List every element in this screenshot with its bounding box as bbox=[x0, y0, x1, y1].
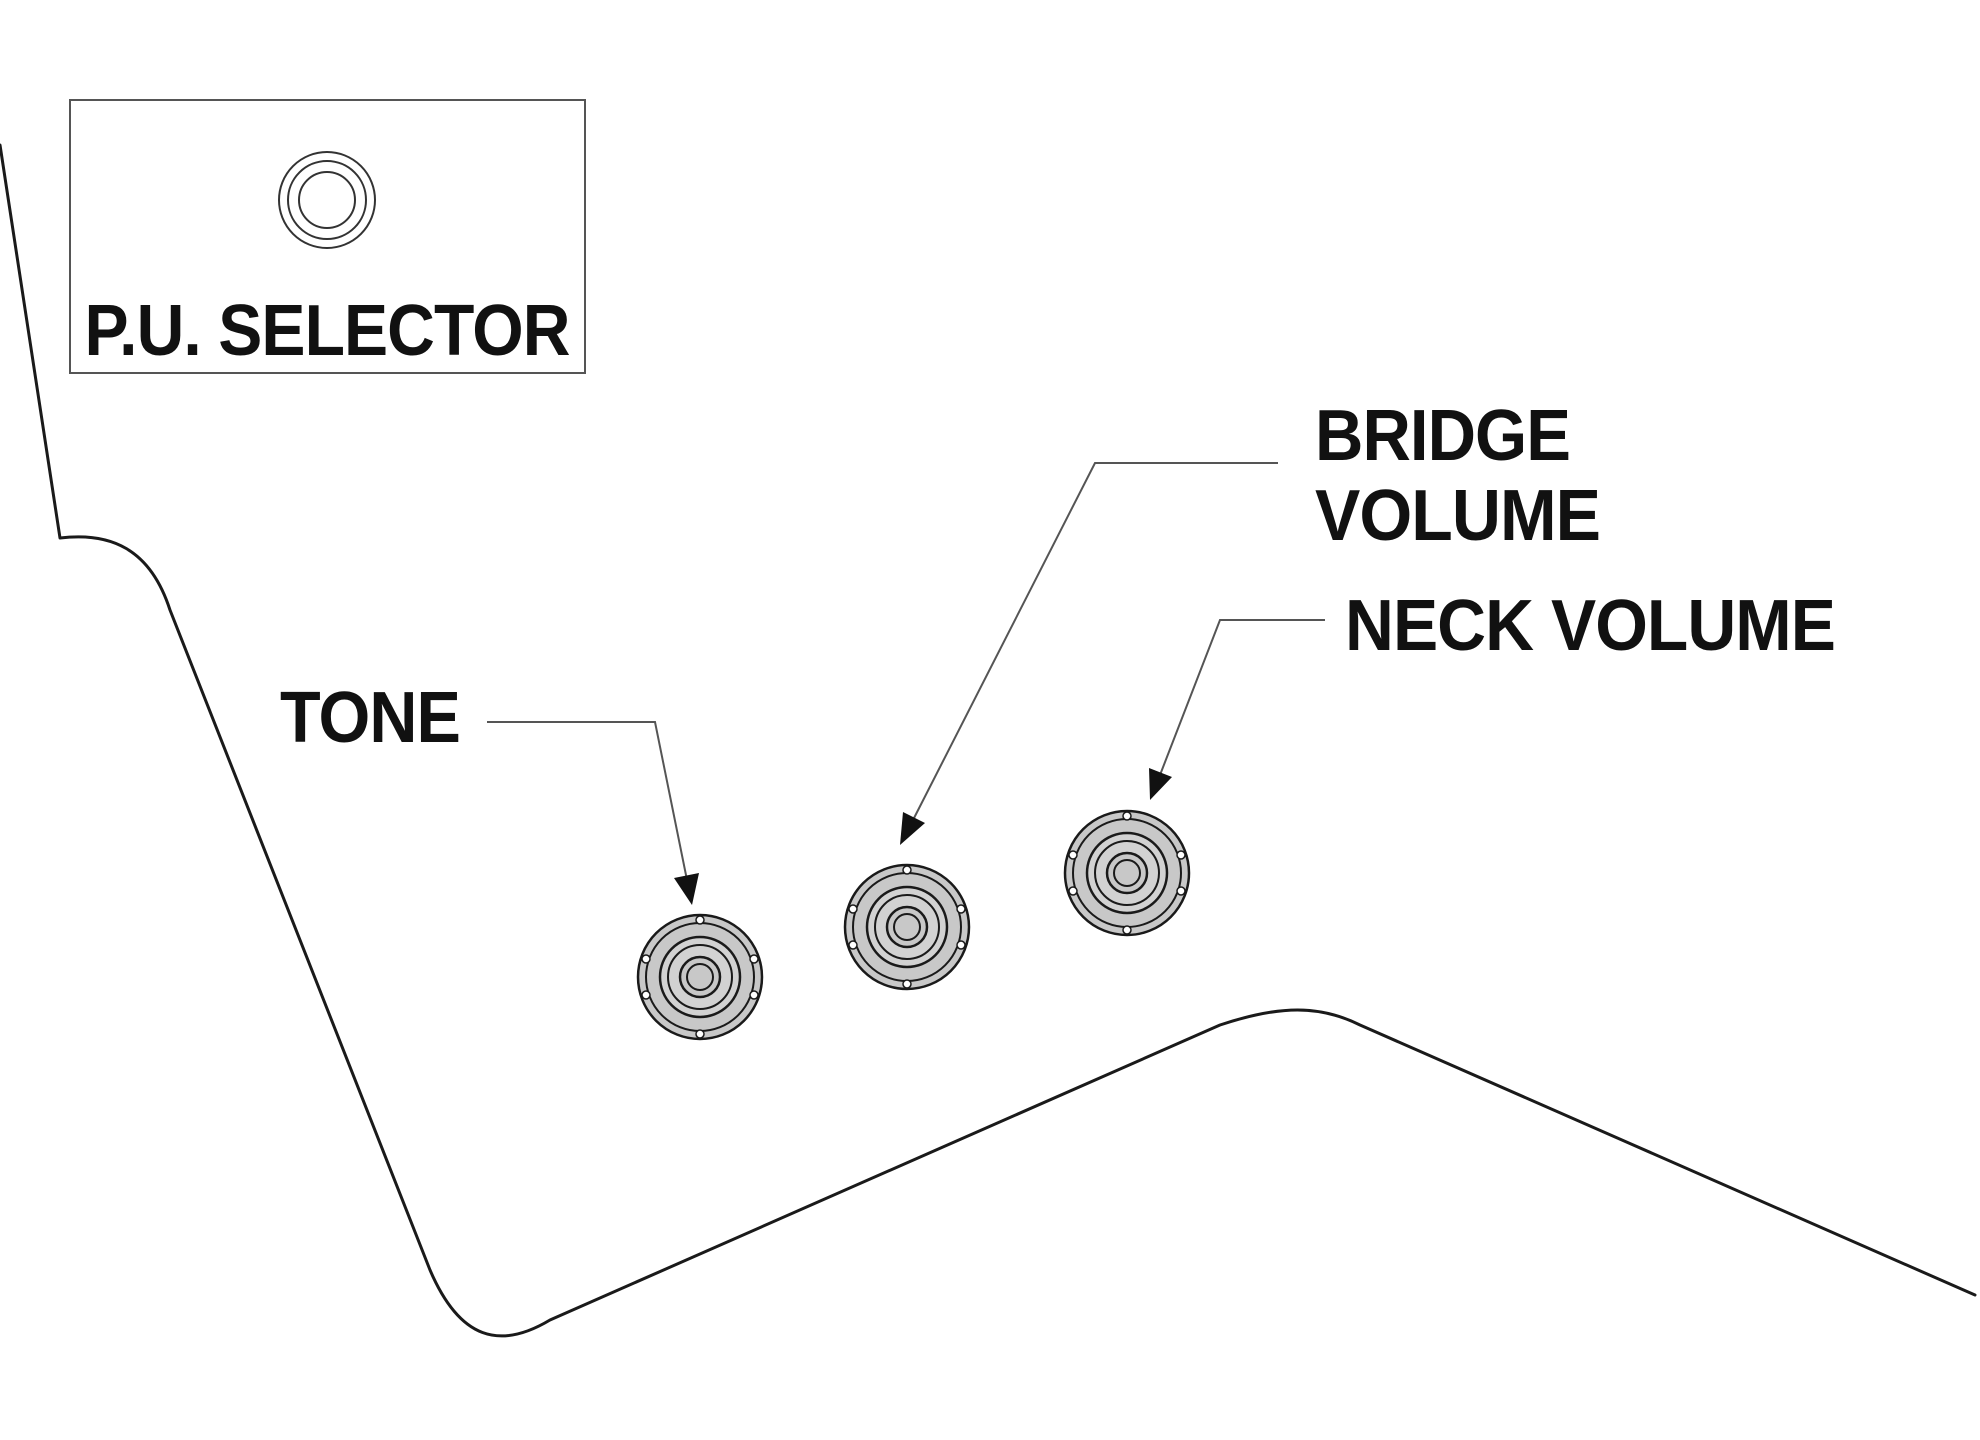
neck-volume-arrowhead bbox=[1149, 768, 1172, 800]
tone-label: TONE bbox=[280, 678, 460, 758]
neck-volume-knob-icon[interactable] bbox=[1063, 809, 1191, 937]
pu-selector-panel: P.U. SELECTOR bbox=[69, 99, 586, 374]
bridge-volume-knob-icon[interactable] bbox=[843, 863, 971, 991]
neck-volume-leader bbox=[1159, 619, 1325, 776]
tone-arrowhead bbox=[674, 873, 699, 905]
pu-selector-label: P.U. SELECTOR bbox=[85, 291, 570, 371]
tone-leader bbox=[487, 721, 688, 881]
neck-volume-label: NECK VOLUME bbox=[1345, 586, 1835, 666]
bridge-volume-arrowhead bbox=[900, 812, 925, 845]
toggle-switch-icon[interactable] bbox=[278, 151, 376, 249]
bridge-volume-leader bbox=[911, 462, 1278, 823]
guitar-body-outline bbox=[0, 143, 1977, 1338]
bridge-volume-label-line2: VOLUME bbox=[1315, 476, 1600, 556]
bridge-volume-label-line1: BRIDGE bbox=[1315, 396, 1570, 476]
tone-knob-icon[interactable] bbox=[636, 913, 764, 1041]
